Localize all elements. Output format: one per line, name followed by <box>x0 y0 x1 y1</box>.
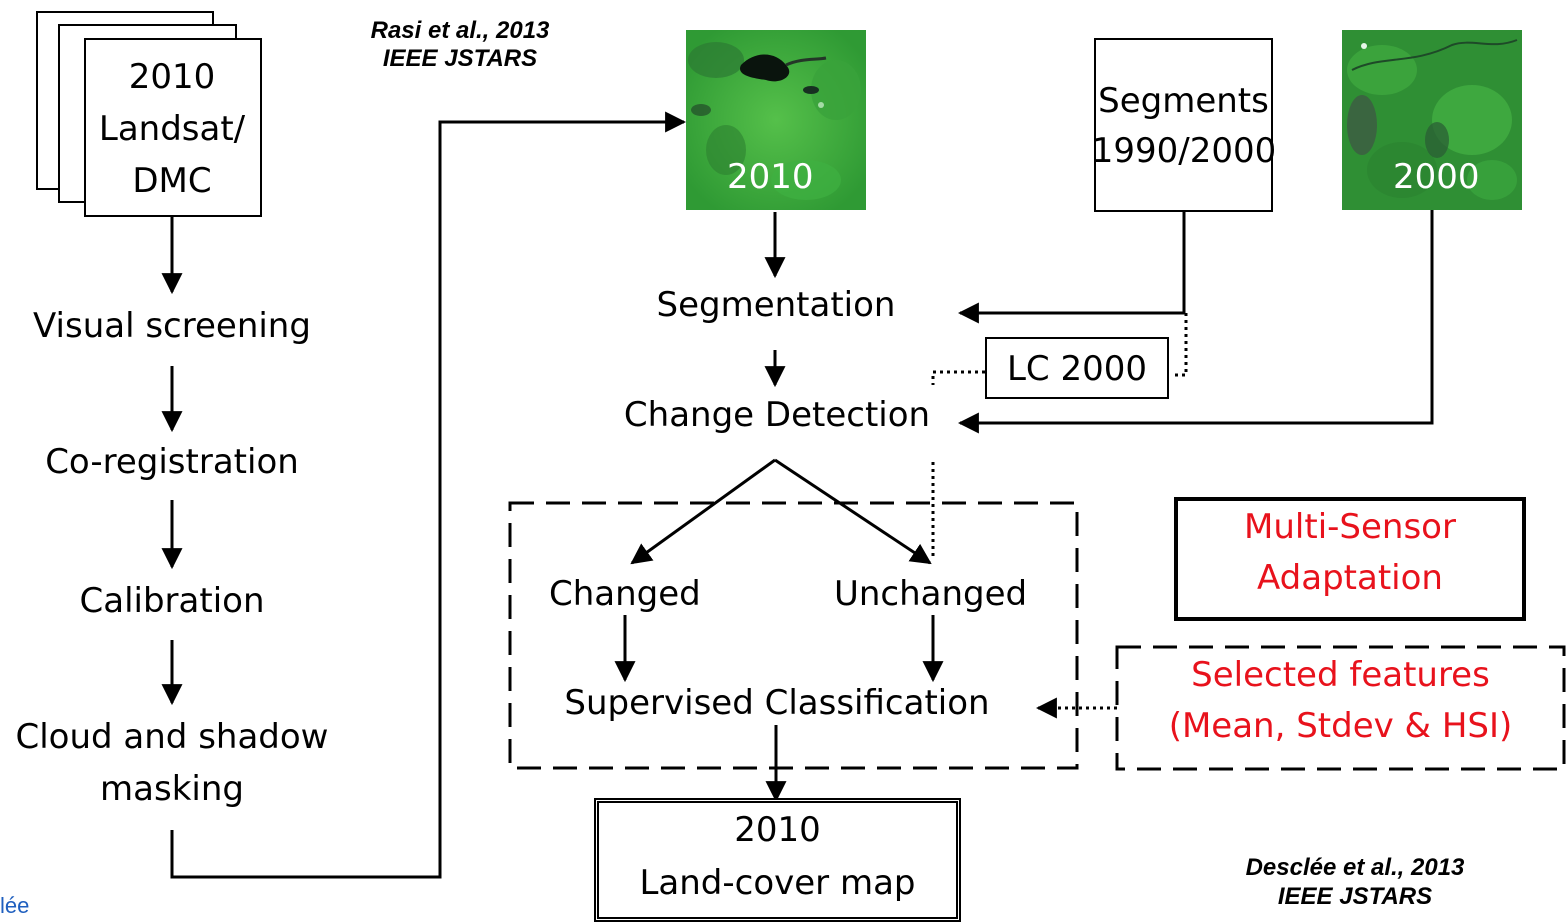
arrow-change-to-unchanged <box>774 458 932 565</box>
citation-desclee-line1: Desclée et al., 2013 <box>1245 854 1465 881</box>
multi-sensor-box <box>1174 497 1526 621</box>
arrow-change-to-changed <box>630 458 776 565</box>
image-2010-label: 2010 <box>727 157 814 197</box>
change-detection-label: Change Detection <box>623 395 931 435</box>
arrow-image2000-to-change <box>957 210 1434 434</box>
dotted-lc-to-change <box>931 370 985 385</box>
arrow-segments-to-segmentation <box>957 212 1186 324</box>
multi-sensor-line1: Multi-Sensor <box>1244 507 1456 547</box>
lc-2000-label: LC 2000 <box>1006 349 1148 389</box>
step-co-registration: Co-registration <box>45 442 299 482</box>
lc-2000-box <box>985 337 1169 399</box>
step-calibration: Calibration <box>79 581 265 621</box>
multi-sensor-line2: Adaptation <box>1257 558 1443 598</box>
unchanged-label: Unchanged <box>834 574 1028 614</box>
segments-box <box>1094 38 1273 212</box>
footer-partial-text: lée <box>0 893 30 918</box>
output-line1: 2010 <box>734 810 821 850</box>
citation-rasi-line2: IEEE JSTARS <box>382 45 538 72</box>
image-2000-label: 2000 <box>1393 157 1480 197</box>
arrow-masking-to-image2010 <box>170 111 687 879</box>
classification-frame <box>508 501 1079 770</box>
input-stack-line3: DMC <box>132 161 212 201</box>
supervised-classification-label: Supervised Classification <box>564 683 990 723</box>
selected-features-line2: (Mean, Stdev & HSI) <box>1168 706 1513 746</box>
input-stack-line1: 2010 <box>128 57 216 97</box>
satellite-image-2010 <box>686 30 866 210</box>
selected-features-line1: Selected features <box>1191 655 1490 695</box>
segments-line2: 1990/2000 <box>1091 131 1277 171</box>
features-frame <box>1115 645 1566 771</box>
output-line2: Land-cover map <box>639 863 916 903</box>
segmentation-label: Segmentation <box>656 285 896 325</box>
step-masking: masking <box>100 769 244 809</box>
citation-desclee-line2: IEEE JSTARS <box>1277 883 1433 910</box>
step-visual-screening: Visual screening <box>33 306 311 346</box>
step-cloud-shadow: Cloud and shadow <box>15 717 329 757</box>
input-stack-line2: Landsat/ <box>98 109 246 149</box>
citation-rasi-line1: Rasi et al., 2013 <box>370 17 550 44</box>
segments-line1: Segments <box>1098 81 1269 121</box>
dotted-segments-to-lc <box>1173 313 1188 377</box>
output-box <box>594 798 961 922</box>
satellite-image-2000 <box>1342 30 1522 210</box>
changed-label: Changed <box>549 574 701 614</box>
stack-page-front <box>84 38 262 217</box>
